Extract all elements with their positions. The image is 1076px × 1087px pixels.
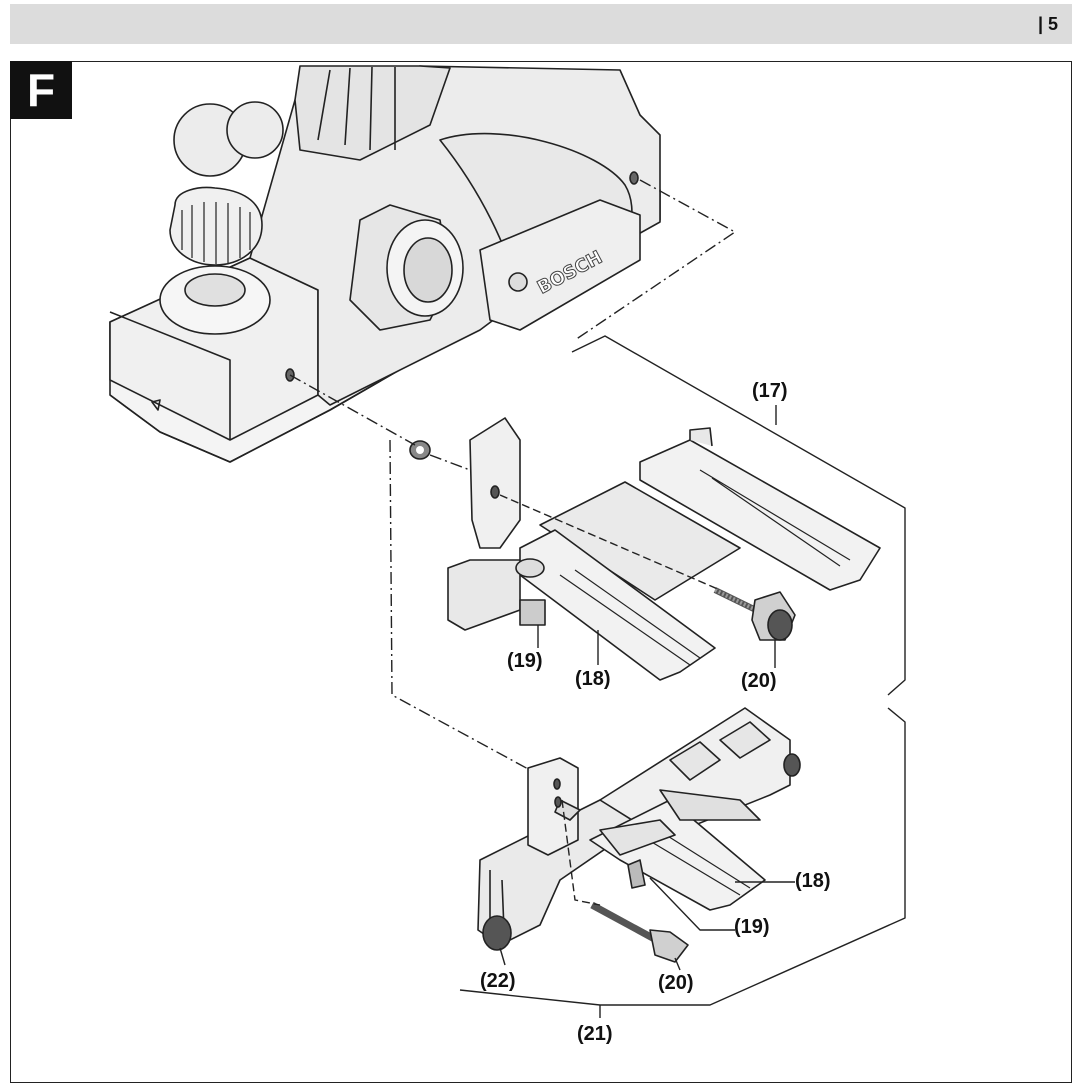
parallel-guide-assembly bbox=[409, 417, 881, 681]
lock-knob bbox=[482, 915, 512, 951]
callout-20-top: (20) bbox=[741, 670, 777, 692]
guide-fence bbox=[469, 417, 521, 549]
figure-frame bbox=[10, 61, 1072, 1083]
angle-fence-assembly bbox=[477, 707, 801, 963]
clamp-lever-bottom bbox=[627, 859, 646, 889]
callout-18-top: (18) bbox=[575, 668, 611, 690]
wing-bolt-top bbox=[713, 587, 796, 641]
callout-17: (17) bbox=[752, 380, 788, 402]
figure-label: F bbox=[10, 61, 72, 119]
page-number: | 5 bbox=[1037, 14, 1058, 34]
callout-22: (22) bbox=[480, 970, 516, 992]
assembly-lines bbox=[289, 179, 906, 1018]
clamp-lever-top bbox=[519, 599, 546, 626]
callout-20-bottom: (20) bbox=[658, 972, 694, 994]
header-bar: | 5 bbox=[10, 4, 1072, 44]
wing-bolt-bottom bbox=[590, 901, 689, 963]
callout-18-bottom: (18) bbox=[795, 870, 831, 892]
planer-body bbox=[109, 65, 661, 463]
callout-19-bottom: (19) bbox=[734, 916, 770, 938]
callout-21: (21) bbox=[577, 1023, 613, 1045]
callout-19-top: (19) bbox=[507, 650, 543, 672]
